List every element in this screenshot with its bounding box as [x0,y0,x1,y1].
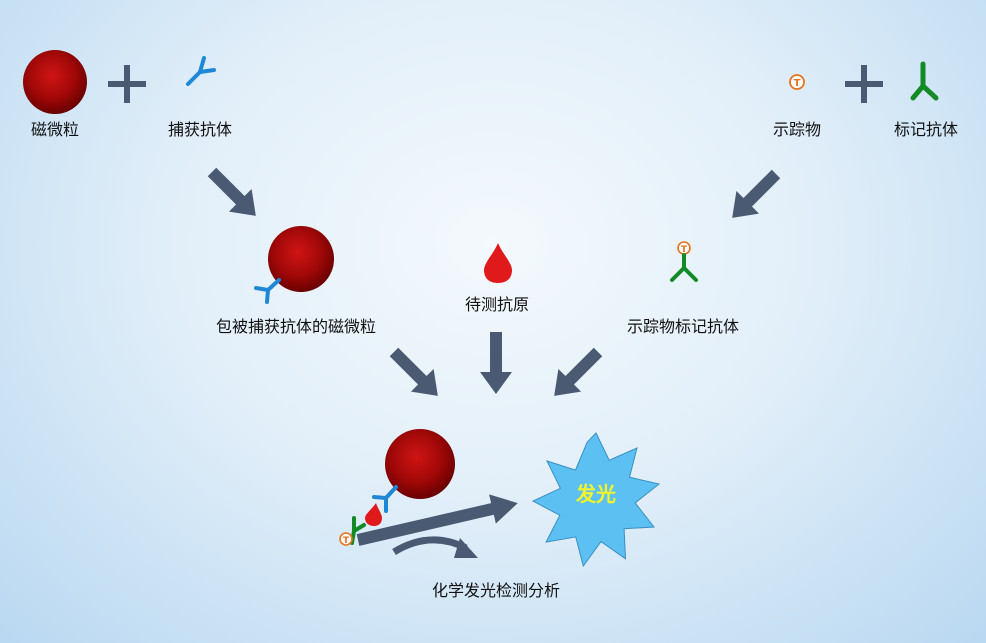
curved-arrow-icon [392,536,478,558]
labeled-antibody-label: 标记抗体 [893,120,959,139]
arrow-icon [480,332,512,394]
luminescence-label: 发光 [576,482,616,506]
antigen-label: 待测抗原 [464,295,530,314]
arrow-icon [356,494,518,546]
svg-text:T: T [681,245,688,255]
tracer-label: 示踪物 [772,120,822,139]
capture-antibody-icon [186,56,216,86]
arrow-icon [542,340,610,408]
plus-icon [108,65,146,103]
arrow-icon [200,160,268,228]
coated-bead-label: 包被捕获抗体的磁微粒 [215,317,377,336]
luminescence-burst-icon [531,432,661,568]
magnetic-bead-icon [23,50,87,114]
antigen-icon [365,503,382,526]
tracer-icon: T [789,74,805,90]
arrow-icon [720,162,788,230]
capture-antibody-label: 捕获抗体 [167,120,233,139]
labeled-antibody-icon [910,61,939,101]
tracer-icon: T [339,532,353,546]
magnetic-bead-icon [385,429,455,499]
tracer-labeled-antibody-label: 示踪物标记抗体 [626,317,740,336]
svg-text:T: T [794,78,801,89]
capture-antibody-icon [254,278,281,304]
plus-icon [845,65,883,103]
arrow-icon [382,340,450,408]
tracer-labeled-antibody-icon: T [670,241,698,282]
capture-antibody-icon [372,485,398,513]
svg-text:T: T [343,536,350,546]
magnetic-bead-icon [268,226,334,292]
magnetic-bead-label: 磁微粒 [30,120,80,139]
analysis-label: 化学发光检测分析 [431,581,561,600]
antigen-icon [484,243,512,283]
